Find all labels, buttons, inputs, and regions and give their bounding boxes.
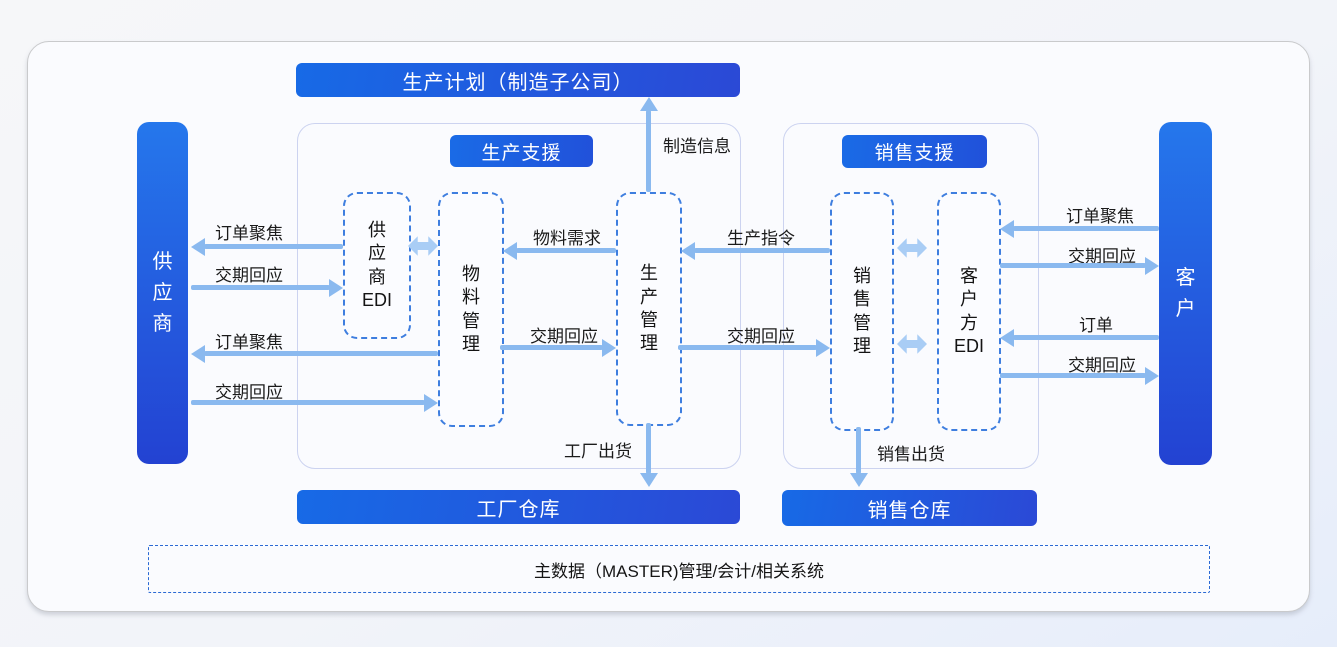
- label-delivery-reply-mid-left: 交期回应: [530, 327, 598, 346]
- customer-pillar: 客 户: [1159, 122, 1212, 465]
- arrow-left-order-focus-bottom: [191, 344, 438, 363]
- production-plan-label: 生产计划（制造子公司）: [402, 71, 634, 94]
- arrow-delivery-reply-mid-right: [678, 338, 830, 357]
- production-support-label: 生产支援: [481, 142, 562, 164]
- label-sales-ship: 销售出货: [877, 445, 945, 464]
- master-data-footer: 主数据（MASTER)管理/会计/相关系统: [148, 545, 1210, 593]
- production-support-badge: 生产支援: [450, 135, 593, 167]
- sales-warehouse-banner: 销售仓库: [782, 490, 1037, 526]
- label-manufacturing-info: 制造信息: [663, 137, 731, 156]
- arrow-order-focus-right: [1000, 219, 1159, 238]
- label-delivery-reply-mid-right: 交期回应: [727, 327, 795, 346]
- label-delivery-reply-top-left: 交期回应: [215, 266, 283, 285]
- sales-support-group: [783, 123, 1039, 469]
- arrow-sales-ship: [849, 427, 868, 487]
- label-material-demand: 物料需求: [533, 229, 601, 248]
- master-data-label: 主数据（MASTER)管理/会计/相关系统: [534, 561, 824, 581]
- sales-management-box: 销 售 管 理: [830, 192, 894, 431]
- double-arrow-icon: [408, 232, 438, 260]
- arrow-delivery-reply-right-bottom: [1000, 366, 1159, 385]
- production-plan-banner: 生产计划（制造子公司）: [296, 63, 740, 97]
- sales-warehouse-label: 销售仓库: [867, 499, 952, 522]
- label-order-right: 订单: [1079, 316, 1113, 335]
- arrow-material-demand: [503, 241, 616, 260]
- label-delivery-reply-right-top: 交期回应: [1068, 247, 1136, 266]
- label-production-order: 生产指令: [727, 229, 795, 248]
- arrow-order-right: [1000, 328, 1159, 347]
- arrow-left-order-focus-top: [191, 237, 343, 256]
- arrow-delivery-reply-right-top: [1000, 256, 1159, 275]
- material-management-box: 物 料 管 理: [438, 192, 504, 427]
- supplier-edi-box: 供 应 商 EDI: [343, 192, 411, 339]
- label-order-focus-bottom-left: 订单聚焦: [215, 333, 283, 352]
- double-arrow-icon: [897, 234, 927, 262]
- sales-support-label: 销售支援: [874, 143, 955, 164]
- arrow-production-order: [681, 241, 830, 260]
- label-order-focus-top-left: 订单聚焦: [215, 224, 283, 243]
- arrow-manufacturing-info: [639, 97, 658, 192]
- label-order-focus-right: 订单聚焦: [1066, 207, 1134, 226]
- arrow-delivery-reply-mid-left: [500, 338, 616, 357]
- double-arrow-icon: [897, 330, 927, 358]
- label-delivery-reply-right-bottom: 交期回应: [1068, 356, 1136, 375]
- sales-support-badge: 销售支援: [842, 135, 987, 168]
- customer-edi-box: 客 户 方 EDI: [937, 192, 1001, 431]
- arrow-right-delivery-reply-top: [191, 278, 343, 297]
- factory-warehouse-label: 工厂仓库: [476, 498, 561, 521]
- label-factory-ship: 工厂出货: [564, 442, 632, 461]
- production-management-box: 生 产 管 理: [616, 192, 682, 426]
- label-delivery-reply-bottom-left: 交期回应: [215, 383, 283, 402]
- production-support-group: [297, 123, 741, 469]
- supplier-pillar: 供 应 商: [137, 122, 188, 464]
- arrow-right-delivery-reply-bottom: [191, 393, 438, 412]
- factory-warehouse-banner: 工厂仓库: [297, 490, 740, 524]
- arrow-factory-ship: [639, 423, 658, 487]
